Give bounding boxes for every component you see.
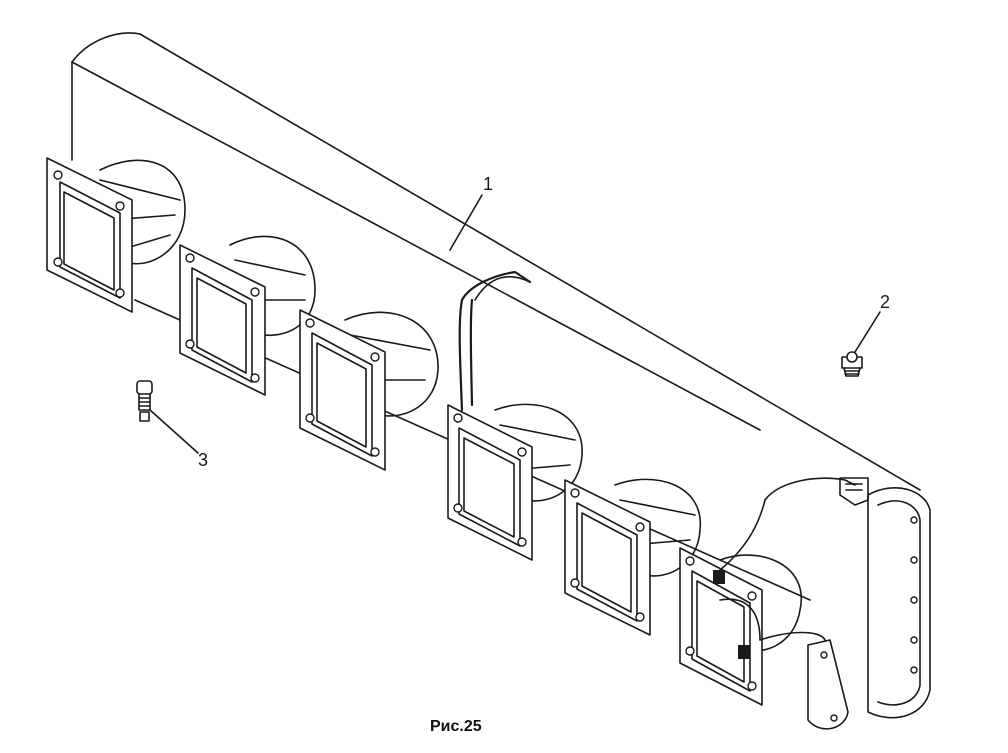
figure-caption: Рис.25 bbox=[430, 718, 482, 735]
flange-5 bbox=[564, 479, 651, 636]
flange-4 bbox=[447, 404, 533, 561]
plug-part-2 bbox=[841, 351, 863, 377]
callout-part-1: 1 bbox=[483, 174, 493, 194]
end-flange-cutaway bbox=[719, 477, 931, 730]
flange-6 bbox=[679, 547, 763, 706]
stud-part-3 bbox=[136, 380, 153, 422]
flange-3 bbox=[299, 309, 386, 471]
callout-part-3: 3 bbox=[198, 450, 208, 470]
flange-1 bbox=[46, 157, 133, 313]
leader-lines bbox=[149, 194, 881, 454]
flange-2 bbox=[179, 244, 266, 396]
callout-part-2: 2 bbox=[880, 292, 890, 312]
